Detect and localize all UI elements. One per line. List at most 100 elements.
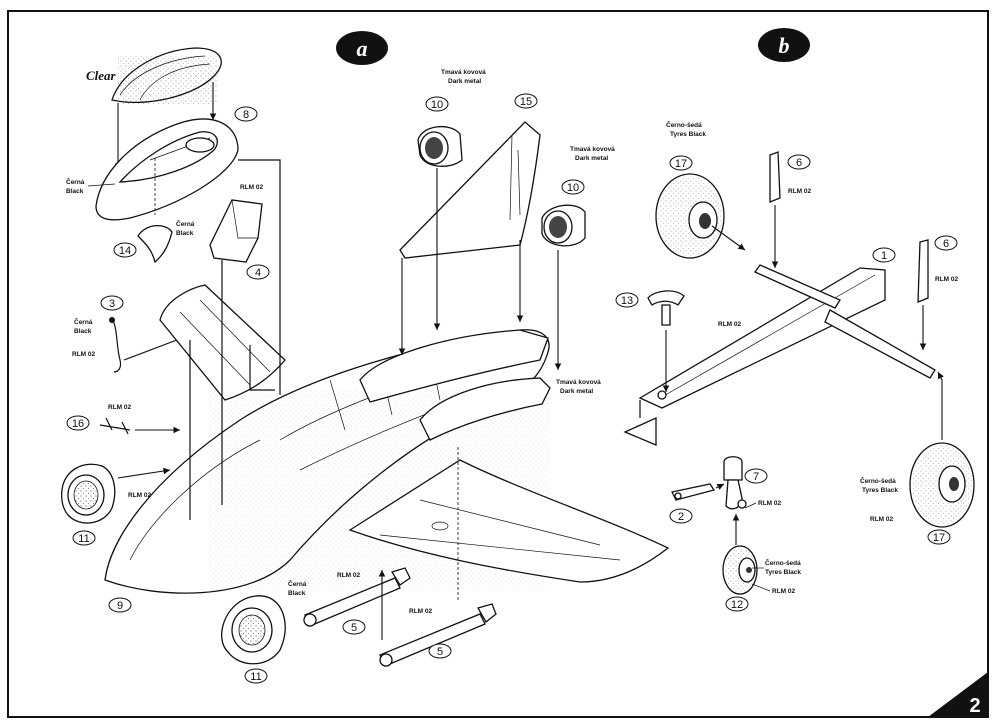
intake-part-11-left bbox=[61, 463, 116, 524]
part-16-number: 16 bbox=[72, 418, 84, 430]
right-wing bbox=[348, 459, 670, 583]
page-border bbox=[7, 10, 989, 718]
exhaust-upper-tmava: Tmavá kovová bbox=[441, 69, 486, 76]
section-a-letter: a bbox=[357, 36, 368, 61]
part-1-callout: 1 bbox=[872, 247, 896, 263]
part-6-callout-left: 6 bbox=[787, 154, 811, 170]
strut-rlm02: RLM 02 bbox=[758, 500, 782, 507]
torque-link-part-2 bbox=[671, 483, 716, 501]
cannon-part-5-lower bbox=[379, 603, 497, 667]
exhaust-right-darkmetal: Dark metal bbox=[575, 155, 608, 162]
part14-black-en: Black bbox=[176, 230, 194, 237]
part-16-callout: 16 bbox=[66, 415, 90, 431]
part-13-number: 13 bbox=[621, 295, 633, 307]
part-5-number-lower: 5 bbox=[437, 646, 443, 658]
cockpit-black-cz: Černá bbox=[66, 177, 85, 186]
canopy-part bbox=[111, 47, 222, 104]
part-3-number: 3 bbox=[109, 298, 115, 310]
part-11-callout-left: 11 bbox=[72, 530, 96, 546]
exhaust-upper-darkmetal: Dark metal bbox=[448, 78, 481, 85]
rudder-pedals-part-16 bbox=[99, 417, 131, 435]
door-left-rlm02: RLM 02 bbox=[788, 188, 812, 195]
cannon-upper-rlm02: RLM 02 bbox=[337, 572, 361, 579]
part-2-callout: 2 bbox=[669, 508, 693, 524]
part-13-bracket bbox=[647, 290, 685, 326]
wheel-top-tyres-black: Tyres Black bbox=[670, 131, 706, 138]
intake-part-11-lower bbox=[221, 595, 286, 665]
cockpit-black-en: Black bbox=[66, 188, 84, 195]
nose-wheel-cerno-seda: Černo-šedá bbox=[765, 558, 801, 567]
part-5-callout-upper: 5 bbox=[342, 619, 366, 635]
part-10-callout-upper: 10 bbox=[425, 96, 449, 112]
cannon-lower-rlm02: RLM 02 bbox=[409, 608, 433, 615]
part-17-callout-bottom: 17 bbox=[927, 529, 951, 545]
gear-door-part-6-left bbox=[769, 151, 781, 203]
part-14-number: 14 bbox=[119, 245, 131, 257]
part-5-callout-lower: 5 bbox=[428, 643, 452, 659]
part-17-number-bottom: 17 bbox=[933, 532, 945, 544]
part-6-number-right: 6 bbox=[943, 238, 949, 250]
part-14-callout: 14 bbox=[113, 242, 137, 258]
part-6-number-left: 6 bbox=[796, 157, 802, 169]
main-wheel-part-17-top bbox=[655, 173, 725, 259]
part-17-number-top: 17 bbox=[675, 158, 687, 170]
part-1-number: 1 bbox=[881, 250, 887, 262]
part-11-number-left: 11 bbox=[78, 533, 89, 545]
part-15-callout: 15 bbox=[514, 93, 538, 109]
part-6-callout-right: 6 bbox=[934, 235, 958, 251]
cockpit-part-8 bbox=[95, 118, 239, 221]
part-15-number: 15 bbox=[520, 96, 532, 108]
wheel-top-cerno-seda: Černo-šedá bbox=[666, 120, 702, 129]
clear-label: Clear bbox=[86, 68, 117, 83]
pedals-rlm02: RLM 02 bbox=[108, 404, 132, 411]
wheel-bottom-cerno-seda: Černo-šedá bbox=[860, 476, 896, 485]
part-11-number-lower: 11 bbox=[250, 671, 261, 683]
part-11-callout-lower: 11 bbox=[244, 668, 268, 684]
section-a-badge: a bbox=[336, 31, 388, 65]
part-14-bulkhead bbox=[137, 225, 173, 264]
gear-door-part-6-right bbox=[917, 239, 929, 303]
engine-nacelle-lower bbox=[419, 377, 551, 441]
part-12-callout: 12 bbox=[725, 596, 749, 612]
seat-rlm02: RLM 02 bbox=[240, 184, 264, 191]
part-9-number: 9 bbox=[117, 600, 123, 612]
exhaust-part-10-right bbox=[541, 204, 586, 247]
stick-rlm02: RLM 02 bbox=[72, 351, 96, 358]
nose-wheel-part-12 bbox=[722, 545, 758, 595]
nacelle-darkmetal: Dark metal bbox=[560, 388, 593, 395]
nose-wheel-tyres-black: Tyres Black bbox=[765, 569, 801, 576]
exhaust-right-tmava: Tmavá kovová bbox=[570, 146, 615, 153]
wheel-bottom-rlm02: RLM 02 bbox=[870, 516, 894, 523]
part-7-number: 7 bbox=[753, 471, 759, 483]
gear-leg-rlm02: RLM 02 bbox=[718, 321, 742, 328]
part-8-callout: 8 bbox=[234, 106, 258, 122]
part-7-callout: 7 bbox=[744, 468, 768, 484]
intake-black-cz: Černá bbox=[288, 579, 307, 588]
section-b-badge: b bbox=[758, 28, 810, 62]
part-5-number-upper: 5 bbox=[351, 622, 357, 634]
part-3-callout: 3 bbox=[100, 295, 124, 311]
door-right-rlm02: RLM 02 bbox=[935, 276, 959, 283]
cannon-part-5-upper bbox=[303, 567, 411, 627]
gear-leg-part-1 bbox=[638, 264, 936, 409]
part-2-number: 2 bbox=[678, 511, 684, 523]
part-8-number: 8 bbox=[243, 109, 249, 121]
engine-nacelle-upper bbox=[359, 329, 549, 403]
part-13-callout: 13 bbox=[615, 292, 639, 308]
part14-black-cz: Černá bbox=[176, 219, 195, 228]
page-number: 2 bbox=[969, 695, 980, 717]
part-4-callout: 4 bbox=[246, 264, 270, 280]
part-17-callout-top: 17 bbox=[669, 155, 693, 171]
nose-wheel-rlm02: RLM 02 bbox=[772, 588, 796, 595]
part-10-number-upper: 10 bbox=[431, 99, 443, 111]
part-10-number-right: 10 bbox=[567, 182, 579, 194]
nacelle-tmava: Tmavá kovová bbox=[556, 379, 601, 386]
exhaust-part-10-upper bbox=[417, 126, 463, 167]
part-12-number: 12 bbox=[731, 599, 743, 611]
stick-black-cz: Černá bbox=[74, 317, 93, 326]
part-10-callout-right: 10 bbox=[561, 179, 585, 195]
stick-black-en: Black bbox=[74, 328, 92, 335]
page-number-tab: 2 bbox=[928, 672, 988, 717]
part-9-callout: 9 bbox=[108, 597, 132, 613]
